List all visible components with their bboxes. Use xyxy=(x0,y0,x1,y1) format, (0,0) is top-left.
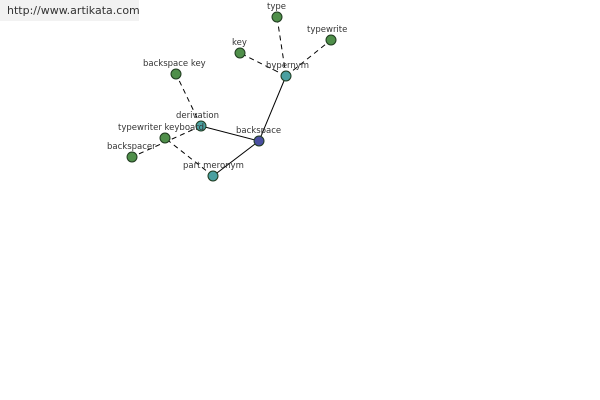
node-marker-key[interactable] xyxy=(234,47,246,59)
node-label-type[interactable]: type xyxy=(267,2,286,12)
node-backspace[interactable]: backspace xyxy=(236,126,281,147)
edge-backspace-part-meronym xyxy=(212,140,260,177)
node-marker-backspacer[interactable] xyxy=(126,151,138,163)
node-label-typewrite[interactable]: typewrite xyxy=(307,25,347,35)
edge-backspace-hypernym xyxy=(258,75,287,142)
node-label-backspace-key[interactable]: backspace key xyxy=(143,59,206,69)
node-label-typewriter-keyboard[interactable]: typewriter keyboard xyxy=(118,123,204,133)
site-url-banner: http://www.artikata.com xyxy=(0,0,140,21)
node-label-part-meronym[interactable]: part meronym xyxy=(183,161,244,171)
node-marker-hypernym[interactable] xyxy=(280,70,292,82)
edge-derivation-backspace-key xyxy=(175,73,202,127)
node-marker-part-meronym[interactable] xyxy=(207,170,219,182)
node-marker-typewriter-keyboard[interactable] xyxy=(159,132,171,144)
edge-hypernym-type xyxy=(276,16,287,77)
node-label-derivation[interactable]: derivation xyxy=(176,111,219,121)
node-derivation[interactable]: derivation xyxy=(176,111,219,132)
node-label-backspacer[interactable]: backspacer xyxy=(107,142,156,152)
edge-hypernym-typewrite xyxy=(285,39,332,77)
node-marker-derivation[interactable] xyxy=(195,120,207,132)
node-label-key[interactable]: key xyxy=(232,38,247,48)
node-hypernym[interactable]: hypernym xyxy=(266,61,309,82)
edge-backspace-derivation xyxy=(200,125,260,142)
node-key[interactable]: key xyxy=(232,38,247,59)
node-marker-type[interactable] xyxy=(271,11,283,23)
node-label-backspace[interactable]: backspace xyxy=(236,126,281,136)
node-marker-backspace-key[interactable] xyxy=(170,68,182,80)
node-marker-typewrite[interactable] xyxy=(325,34,337,46)
node-part-meronym[interactable]: part meronym xyxy=(183,161,244,182)
edge-part-meronym-typewriter-keyboard xyxy=(164,137,214,177)
node-type[interactable]: type xyxy=(267,2,286,23)
node-marker-backspace[interactable] xyxy=(253,135,265,147)
node-typewrite[interactable]: typewrite xyxy=(307,25,347,46)
node-backspace-key[interactable]: backspace key xyxy=(143,59,206,80)
graph-nodes: backspace hypernym derivation part meronym t… xyxy=(107,2,347,182)
node-backspacer[interactable]: backspacer xyxy=(107,142,156,163)
node-typewriter-keyboard[interactable]: typewriter keyboard xyxy=(118,123,204,144)
node-label-hypernym[interactable]: hypernym xyxy=(266,61,309,71)
